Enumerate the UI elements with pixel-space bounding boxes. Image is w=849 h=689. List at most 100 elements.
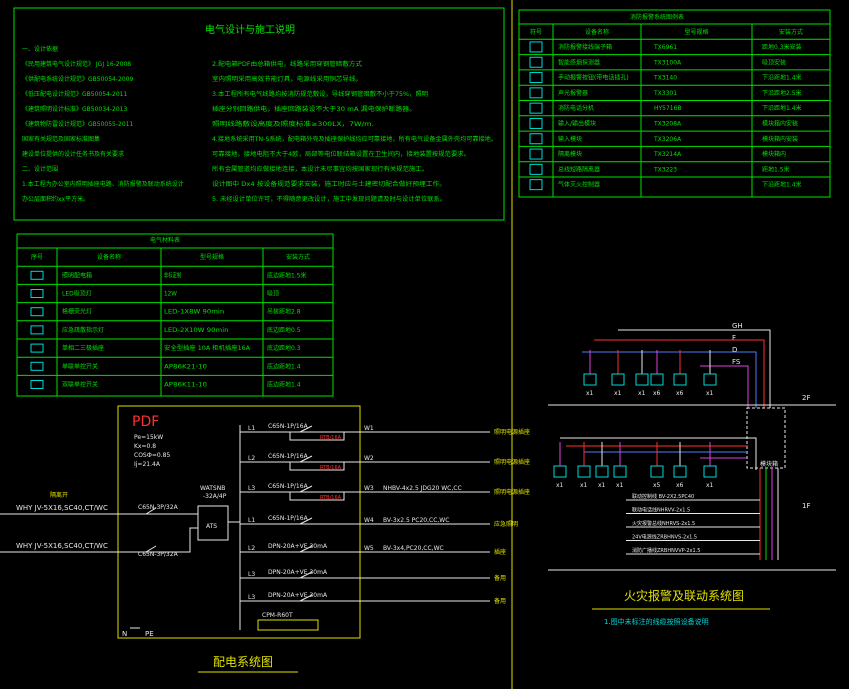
circuit-phase: L3 bbox=[248, 485, 255, 492]
device-icon bbox=[595, 465, 609, 478]
circuit-breaker: C65N-1P/16A bbox=[268, 483, 309, 490]
circuit-phase: L2 bbox=[248, 455, 255, 462]
fire-legend-install: 模块箱内安装 bbox=[762, 119, 798, 127]
circuit-load: 应急照明 bbox=[494, 520, 518, 528]
incoming-breaker-1: C65N-3P/32A bbox=[138, 504, 179, 511]
elec-legend-install: 底边距地0.3 bbox=[267, 344, 301, 352]
device-count: x1 bbox=[706, 390, 714, 397]
bus-d bbox=[582, 351, 757, 408]
notes-left-line: 二、设计范围 bbox=[22, 165, 58, 173]
spd-device bbox=[257, 619, 319, 631]
circuit-id: W2 bbox=[364, 455, 374, 462]
fire-device-symbol-icon bbox=[529, 41, 543, 53]
elec-legend-model: 12W bbox=[164, 291, 177, 298]
circuit-wire: BV-3x2.5 PC20,CC,WC bbox=[383, 517, 449, 524]
elec-legend-install: 吊装距地2.8 bbox=[267, 308, 301, 316]
circuit-breaker: DPN-20A+VE 30mA bbox=[268, 569, 328, 576]
cable-label: 消防广播线ZRBHNVVP-2x1.5 bbox=[632, 547, 700, 554]
device-icon bbox=[703, 373, 717, 386]
rcd-label: RTB/16A bbox=[320, 435, 342, 441]
elec-legend-name: 格栅荧光灯 bbox=[62, 308, 92, 316]
fire-legend-name: 输入模块 bbox=[558, 135, 582, 143]
circuit-id: W3 bbox=[364, 485, 374, 492]
circuit-load: 备用 bbox=[494, 597, 506, 605]
circuit-breaker: C65N-1P/16A bbox=[268, 423, 309, 430]
fire-device-symbol-icon bbox=[529, 117, 543, 129]
elec-legend-title: 电气材料表 bbox=[150, 236, 180, 244]
incoming-breaker-2: C65N-3P/32A bbox=[138, 551, 179, 558]
fire-legend-model: TX3301 bbox=[653, 90, 677, 97]
fire-legend-header: 安装方式 bbox=[779, 28, 803, 36]
fire-legend-model: TX3206A bbox=[653, 136, 682, 143]
notes-left-line: 办公层面积约xx平方米。 bbox=[22, 195, 89, 203]
device-count: x1 bbox=[580, 482, 588, 489]
elec-symbol-icon bbox=[30, 289, 44, 298]
circuit-id: W4 bbox=[364, 517, 374, 524]
device-icon bbox=[577, 465, 591, 478]
fire-legend-header: 设备名称 bbox=[585, 28, 609, 36]
neutral-label: N bbox=[122, 630, 127, 638]
device-count: x1 bbox=[586, 390, 594, 397]
fire-legend-name: 手动报警按钮(带电话插孔) bbox=[558, 74, 629, 82]
device-icon bbox=[583, 373, 597, 386]
ats-short: ATS bbox=[206, 523, 217, 530]
panel-parameter: Pe=15kW bbox=[134, 434, 163, 441]
elec-legend-header: 设备名称 bbox=[97, 253, 121, 261]
fire-legend-name: 隔离模块 bbox=[558, 150, 582, 158]
fire-legend-name: 声光报警器 bbox=[558, 89, 588, 97]
breaker-contact bbox=[299, 571, 313, 579]
elec-legend-header: 序号 bbox=[31, 253, 43, 261]
circuit-load: 备用 bbox=[494, 574, 506, 582]
floor-label-1f: 1F bbox=[802, 502, 810, 510]
bus-label: D bbox=[732, 346, 737, 354]
breaker-symbol-1 bbox=[145, 507, 157, 515]
fire-legend-model: TX3223 bbox=[653, 166, 677, 173]
bus-gh bbox=[618, 329, 771, 408]
notes-left-line: 《建筑照明设计标准》GB50034-2013 bbox=[22, 105, 127, 113]
fire-legend-install: 距地1.5米 bbox=[762, 165, 790, 173]
circuit-breaker: DPN-20A+VE 30mA bbox=[268, 592, 328, 599]
elec-symbol-icon bbox=[30, 325, 44, 335]
fire-legend-install: 吸顶安装 bbox=[762, 58, 786, 66]
fire-device-symbol-icon bbox=[529, 72, 543, 84]
device-icon bbox=[635, 373, 649, 386]
notes-right-line: 照明线路敷设高度及照度标准≥300LX，7W/m. bbox=[212, 120, 374, 128]
ats-model: WATSNB-32A/4P bbox=[200, 485, 227, 500]
notes-right-line: 室内照明采用高效节能灯具，电源线采用铜芯导线。 bbox=[212, 75, 362, 83]
bus-fs bbox=[700, 365, 749, 408]
fire-legend-install: 下沿距地1.4米 bbox=[762, 181, 802, 189]
feeder-cable-2: WHY JV-5X16,SC40,CT/WC bbox=[16, 542, 108, 550]
breaker-contact bbox=[299, 455, 313, 463]
elec-legend-frame bbox=[16, 233, 334, 397]
fire-system-note: 1.图中未标注的线缆按照设备说明 bbox=[604, 617, 709, 626]
circuit-load: 照明电源插座 bbox=[494, 488, 530, 496]
notes-frame bbox=[13, 7, 505, 221]
fire-device-symbol-icon bbox=[529, 133, 543, 145]
notes-left-line: 《供配电系统设计规范》GB50054-2009 bbox=[22, 75, 133, 83]
circuit-load: 插座 bbox=[494, 548, 506, 556]
module-box-label: 模块箱 bbox=[760, 460, 778, 468]
fire-legend-model: TX3208A bbox=[653, 120, 682, 127]
elec-legend-install: 吸顶 bbox=[267, 291, 279, 298]
fire-legend-install: 下沿距地2.5米 bbox=[762, 89, 802, 97]
notes-left-line: 建设单位提供的设计任务书及有关要求 bbox=[22, 150, 124, 158]
fire-device-symbol-icon bbox=[529, 56, 543, 68]
device-icon bbox=[673, 465, 687, 478]
notes-right-line: 5. 未经设计单位许可，不得随意更改设计，施工中发现问题请及时与设计单位联系。 bbox=[212, 195, 446, 203]
fire-legend-install: 下沿距地1.4米 bbox=[762, 104, 802, 112]
device-count: x1 bbox=[638, 390, 646, 397]
panel-parameter: Kx=0.8 bbox=[134, 443, 156, 450]
fire-device-symbol-icon bbox=[529, 87, 543, 99]
device-count: x6 bbox=[653, 390, 661, 397]
feeder-2-to-ats bbox=[160, 527, 198, 553]
bus-gh-1f bbox=[560, 437, 757, 470]
circuit-id: W1 bbox=[364, 425, 374, 432]
elec-symbol-icon bbox=[30, 270, 44, 280]
bus-label: GH bbox=[732, 322, 743, 330]
bus-label: FS bbox=[732, 358, 741, 366]
